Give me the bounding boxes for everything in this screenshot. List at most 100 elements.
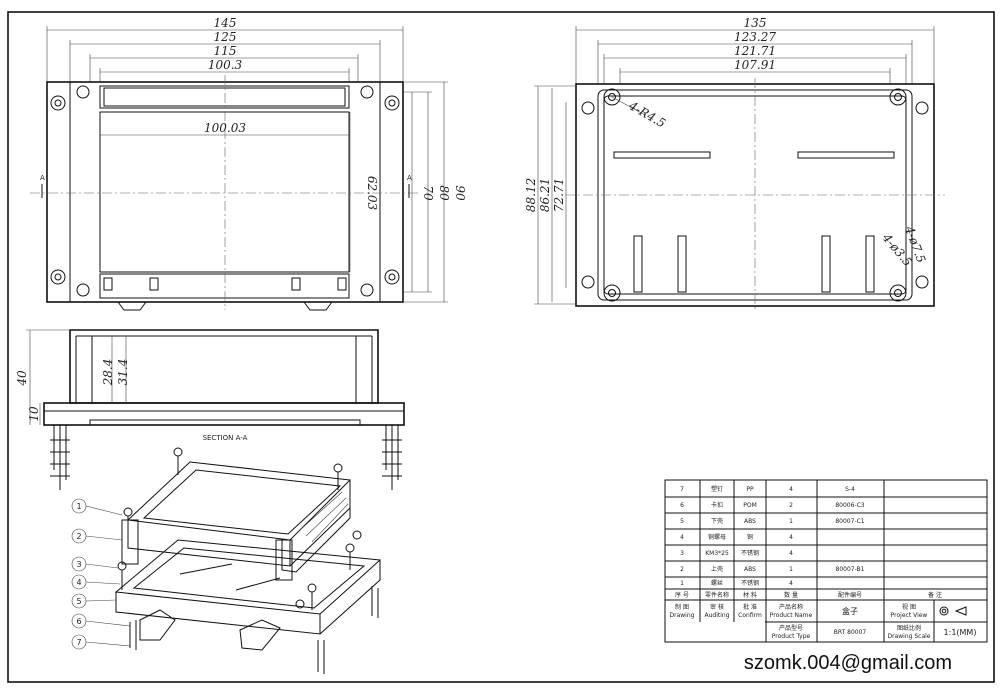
svg-text:序 号: 序 号	[675, 591, 689, 599]
top-width-2: 123.27	[734, 30, 776, 44]
top-height-3: 72.71	[552, 178, 566, 212]
contact-email: szomk.004@gmail.com	[744, 652, 952, 674]
bom-row-7: 1 螺丝 不锈钢 4	[680, 579, 793, 587]
svg-text:80006-C3: 80006-C3	[835, 502, 864, 509]
svg-text:数 量: 数 量	[784, 591, 798, 599]
section-title: SECTION A-A	[203, 434, 248, 442]
svg-text:1: 1	[680, 580, 684, 587]
front-width-1: 145	[214, 16, 237, 30]
projection-circle-icon	[939, 606, 949, 616]
exploded-view: 1 2 3 4 5 6 7	[71, 447, 382, 674]
svg-text:塑钉: 塑钉	[711, 485, 723, 493]
svg-text:上壳: 上壳	[711, 565, 723, 573]
front-height-1: 62.03	[365, 176, 379, 211]
title-block: 制 图 Drawing 审 核 Auditing 批 准 Confirm 产品名…	[670, 603, 977, 640]
svg-text:铜螺母: 铜螺母	[708, 533, 726, 541]
callout-4: 4	[71, 574, 121, 590]
top-width-3: 121.71	[734, 44, 776, 58]
top-view: 135 123.27 121.71 107.91 4-R4.5 4-ø7.5 4…	[524, 16, 945, 312]
svg-text:不锈钢: 不锈钢	[741, 579, 759, 587]
top-width-4: 107.91	[734, 58, 776, 72]
svg-text:7: 7	[76, 638, 81, 647]
bom-row-3: 5 下壳 ABS 1 80007-C1	[680, 517, 865, 525]
svg-text:3: 3	[680, 550, 684, 557]
svg-text:卡扣: 卡扣	[711, 501, 723, 509]
svg-text:4: 4	[789, 486, 793, 493]
svg-text:螺丝: 螺丝	[711, 579, 723, 587]
bom-row-5: 3 KM3*25 不锈钢 4	[680, 549, 793, 557]
svg-text:4: 4	[680, 534, 684, 541]
svg-text:80007-B1: 80007-B1	[836, 566, 865, 573]
svg-text:Project View: Project View	[891, 612, 928, 619]
svg-text:产品型号: 产品型号	[779, 624, 803, 632]
svg-text:产品名称: 产品名称	[779, 603, 803, 611]
svg-text:配件编号: 配件编号	[838, 591, 862, 599]
front-width-2: 125	[214, 30, 237, 44]
svg-text:下壳: 下壳	[711, 517, 723, 525]
section-height-2: 28.4	[101, 359, 115, 387]
callout-5: 5	[71, 593, 117, 609]
svg-text:POM: POM	[743, 502, 757, 509]
top-radius: 4-R4.5	[626, 98, 668, 131]
front-inner-width: 100.03	[204, 121, 246, 135]
svg-text:6: 6	[76, 617, 81, 626]
svg-text:Product Type: Product Type	[772, 633, 811, 640]
top-height-2: 86.21	[538, 178, 552, 212]
svg-text:KM3*25: KM3*25	[705, 550, 729, 557]
svg-text:4: 4	[789, 580, 793, 587]
front-height-3: 80	[437, 185, 451, 201]
svg-text:图纸比例: 图纸比例	[897, 624, 921, 632]
svg-text:批 准: 批 准	[743, 603, 757, 611]
front-width-3: 115	[214, 44, 237, 58]
svg-text:80007-C1: 80007-C1	[835, 518, 864, 525]
svg-text:审 核: 审 核	[710, 603, 724, 611]
svg-text:ABS: ABS	[744, 566, 756, 573]
svg-text:不锈钢: 不锈钢	[741, 549, 759, 557]
svg-text:1: 1	[76, 502, 81, 511]
section-height-4: 10	[27, 406, 41, 422]
top-height-1: 88.12	[524, 178, 538, 212]
front-view: 145 125 115 100.3 A A 100	[30, 16, 467, 311]
section-view: 40 28.4 31.4 10 SECTION A-A	[15, 329, 405, 490]
scale-value: 1:1(MM)	[944, 628, 977, 637]
svg-text:PP: PP	[746, 486, 754, 493]
svg-text:ABS: ABS	[744, 518, 756, 525]
svg-text:视 图: 视 图	[902, 603, 916, 611]
callout-1: 1	[71, 498, 123, 516]
svg-text:5: 5	[76, 597, 81, 606]
svg-text:S-4: S-4	[845, 486, 855, 493]
svg-text:3: 3	[76, 560, 81, 569]
svg-text:7: 7	[680, 486, 684, 493]
section-height-1: 40	[15, 370, 29, 387]
svg-text:零件名称: 零件名称	[705, 591, 729, 599]
callout-2: 2	[71, 528, 123, 544]
svg-text:材 料: 材 料	[743, 591, 757, 599]
callout-7: 7	[71, 634, 131, 650]
front-height-2: 70	[421, 185, 435, 201]
bom-table: 7 塑钉 PP 4 S-4 6 卡扣 POM 2 80006-C3 5 下壳 A…	[664, 479, 988, 643]
svg-text:Confirm: Confirm	[738, 612, 762, 619]
drawing-border	[7, 11, 995, 683]
svg-text:Product Name: Product Name	[770, 612, 813, 619]
section-mark-left: A	[40, 174, 45, 182]
callout-3: 3	[71, 556, 119, 572]
svg-text:1: 1	[789, 518, 793, 525]
svg-text:铜: 铜	[747, 533, 753, 541]
svg-text:制 图: 制 图	[675, 603, 689, 611]
svg-text:1: 1	[789, 566, 793, 573]
bom-header: 序 号 零件名称 材 料 数 量 配件编号 备 注	[675, 591, 942, 599]
svg-text:5: 5	[680, 518, 684, 525]
svg-text:2: 2	[76, 532, 81, 541]
product-type-value: BRT 80007	[834, 629, 867, 636]
svg-text:4: 4	[789, 550, 793, 557]
bom-row-6: 2 上壳 ABS 1 80007-B1	[680, 565, 865, 573]
projection-cone-icon	[954, 606, 967, 616]
svg-text:6: 6	[680, 502, 684, 509]
front-height-4: 90	[453, 185, 467, 201]
section-height-3: 31.4	[116, 359, 130, 386]
svg-text:Auditing: Auditing	[704, 612, 729, 619]
bom-row-1: 7 塑钉 PP 4 S-4	[680, 485, 855, 493]
svg-text:备 注: 备 注	[928, 591, 942, 599]
section-mark-right: A	[407, 174, 412, 182]
